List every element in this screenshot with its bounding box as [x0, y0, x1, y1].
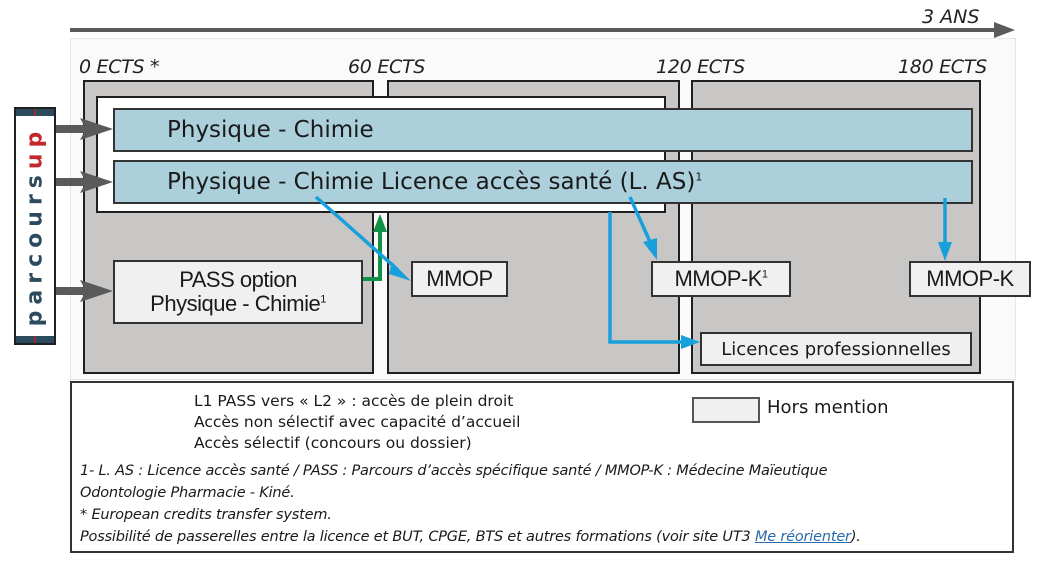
- track-physique-chimie: Physique - Chimie: [113, 108, 973, 152]
- duration-label: 3 ANS: [922, 6, 980, 28]
- pass-box: PASS option Physique - Chimie1: [113, 260, 363, 324]
- footnote-ects: * European credits transfer system.: [80, 507, 332, 523]
- outcome-label: Licences professionnelles: [721, 338, 951, 360]
- footnote-mark: 1: [320, 293, 326, 306]
- logo-cap-bottom: [16, 336, 54, 343]
- hors-mention-label: Hors mention: [767, 397, 889, 418]
- legend-item-blue: Accès sélectif (concours ou dossier): [194, 434, 472, 452]
- track-label: Physique - Chimie Licence accès santé (L…: [167, 169, 696, 195]
- footnote-mark: 1: [761, 268, 768, 281]
- track-label: Physique - Chimie: [167, 117, 374, 143]
- footnote-mark: 1: [695, 170, 703, 184]
- footnote-passerelles: Possibilité de passerelles entre la lice…: [80, 529, 861, 545]
- outcome-mmop: MMOP: [411, 261, 508, 297]
- footnote-1: 1- L. AS : Licence accès santé / PASS : …: [80, 463, 828, 479]
- ects-marker-60: 60 ECTS: [348, 56, 426, 78]
- ects-marker-120: 120 ECTS: [656, 56, 745, 78]
- me-reorienter-link[interactable]: Me réorienter: [754, 529, 851, 545]
- ects-marker-180: 180 ECTS: [898, 56, 987, 78]
- parcoursup-logo: parcoursup: [14, 107, 56, 345]
- pass-line2: Physique - Chimie: [150, 291, 321, 316]
- outcome-label: MMOP-K: [926, 266, 1014, 291]
- outcome-mmop-k-footnoted: MMOP-K1: [651, 261, 791, 297]
- footnote-1-continued: Odontologie Pharmacie - Kiné.: [80, 485, 295, 501]
- outcome-licences-professionnelles: Licences professionnelles: [700, 332, 972, 366]
- outcome-mmop-k: MMOP-K: [909, 261, 1031, 297]
- pass-line1: PASS option: [179, 267, 297, 292]
- legend-box: L1 PASS vers « L2 » : accès de plein dro…: [70, 381, 1014, 553]
- legend-item-gray: Accès non sélectif avec capacité d’accue…: [194, 413, 521, 431]
- passerelles-text: Possibilité de passerelles entre la lice…: [80, 529, 755, 545]
- track-licence-acces-sante: Physique - Chimie Licence accès santé (L…: [113, 160, 973, 204]
- timeline-arrowhead-icon: [994, 22, 1015, 38]
- ects-marker-0: 0 ECTS *: [79, 56, 160, 78]
- logo-cap-top: [16, 109, 54, 116]
- outcome-label: MMOP: [426, 266, 493, 291]
- hors-mention-swatch: [692, 397, 760, 423]
- parcoursup-wordmark: parcoursup: [22, 125, 48, 327]
- legend-item-green: L1 PASS vers « L2 » : accès de plein dro…: [194, 392, 514, 410]
- passerelles-text-end: ).: [850, 529, 861, 545]
- outcome-label: MMOP-K: [674, 266, 762, 291]
